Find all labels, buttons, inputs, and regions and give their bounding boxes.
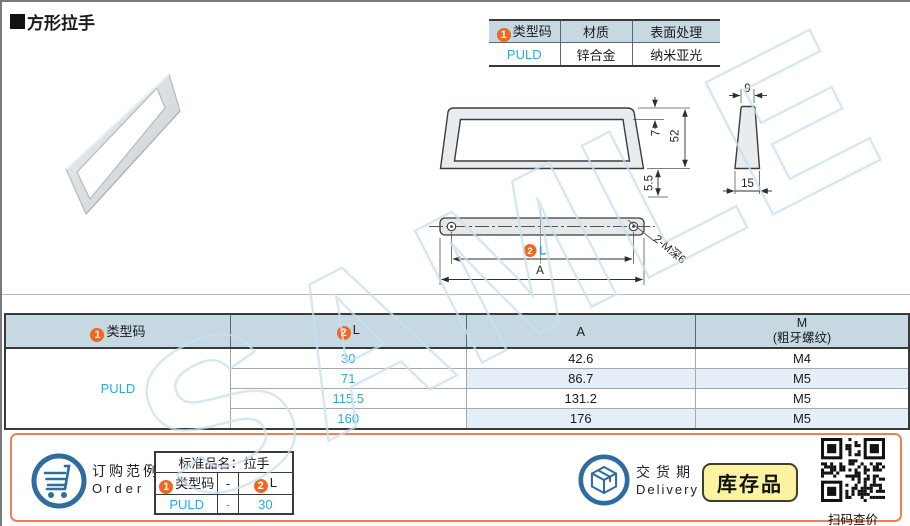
bottom-view: 2 L A 2-M深6 xyxy=(429,209,689,285)
order-label-cn: 订购范例 xyxy=(92,463,160,479)
cell-type-code: PULD xyxy=(4,347,231,430)
order-th-dash: - xyxy=(217,472,239,495)
cell-m: M5 xyxy=(695,388,910,409)
dim-side-bottom-width: 15 xyxy=(741,178,754,190)
cell-a: 131.2 xyxy=(465,388,696,409)
spec-code: PULD xyxy=(506,46,542,62)
circled-1-icon: 1 xyxy=(90,327,105,342)
circled-2-icon xyxy=(523,244,537,257)
dim-front-top-thickness: 7 xyxy=(651,130,663,136)
svg-text:2: 2 xyxy=(527,246,532,257)
spec-finish: 纳米亚光 xyxy=(631,42,720,66)
cell-a: 86.7 xyxy=(465,368,696,389)
dim-thread-note: 2-M深6 xyxy=(651,232,689,267)
col-header-a: A xyxy=(465,314,696,349)
delivery-label-en: Delivery xyxy=(636,482,699,497)
delivery-label-cn: 交货期 xyxy=(636,464,696,480)
order-row-dash: - xyxy=(217,494,239,515)
dim-side-top-width: 9 xyxy=(744,83,750,95)
page-title-text: 方形拉手 xyxy=(27,14,95,33)
spec-header-material: 材质 xyxy=(559,20,632,43)
page-title: 方形拉手 xyxy=(10,9,95,34)
dim-front-bottom-offset: 5.5 xyxy=(644,175,656,191)
cell-m: M5 xyxy=(695,408,910,430)
section-divider xyxy=(2,294,910,295)
circled-1-icon: 1 xyxy=(159,480,174,494)
order-label-en: Order xyxy=(92,481,146,496)
table-row: 115.5 131.2 M5 xyxy=(5,388,910,409)
cart-icon xyxy=(31,453,87,509)
order-row-l: 30 xyxy=(237,494,294,515)
order-table-title: 标准品名：拉手 xyxy=(154,451,294,473)
spec-material: 锌合金 xyxy=(559,42,632,66)
order-info-box xyxy=(10,433,902,522)
side-view: 9 15 xyxy=(723,83,772,194)
cell-l: 30 xyxy=(229,347,467,369)
cell-a: 42.6 xyxy=(465,347,696,369)
cell-l: 71 xyxy=(229,368,467,389)
circled-1-icon: 1 xyxy=(496,28,511,42)
cell-l: 115.5 xyxy=(229,388,467,409)
technical-drawing: 7 52 5.5 9 15 xyxy=(429,83,772,285)
dim-a-label: A xyxy=(536,265,544,277)
col-header-m: M(粗牙螺纹) xyxy=(695,314,909,349)
delivery-box-icon xyxy=(578,454,630,506)
qr-code xyxy=(821,438,885,502)
front-view: 7 52 5.5 xyxy=(439,97,690,198)
table-row: PULD 30 42.6 M4 xyxy=(4,347,910,430)
table-row: 71 86.7 M5 xyxy=(5,368,910,389)
product-photo-handle xyxy=(65,73,181,215)
cell-a: 176 xyxy=(465,408,696,430)
table-row: 160 176 M5 xyxy=(5,408,910,430)
dim-l-label: L xyxy=(539,244,546,258)
qr-caption: 扫码查价 xyxy=(827,513,878,526)
qr-block: 扫码查价 xyxy=(818,438,888,526)
order-row-code: PULD xyxy=(154,494,219,515)
cell-m: M5 xyxy=(695,368,910,389)
title-square-marker xyxy=(10,14,25,29)
cell-m: M4 xyxy=(695,347,910,369)
dim-front-height: 52 xyxy=(670,130,682,143)
spec-header-finish: 表面处理 xyxy=(631,20,720,43)
cell-l: 160 xyxy=(229,408,467,430)
circled-2-icon: 2 xyxy=(336,326,351,340)
circled-2-icon: 2 xyxy=(253,478,268,493)
stock-badge: 库存品 xyxy=(702,463,798,502)
